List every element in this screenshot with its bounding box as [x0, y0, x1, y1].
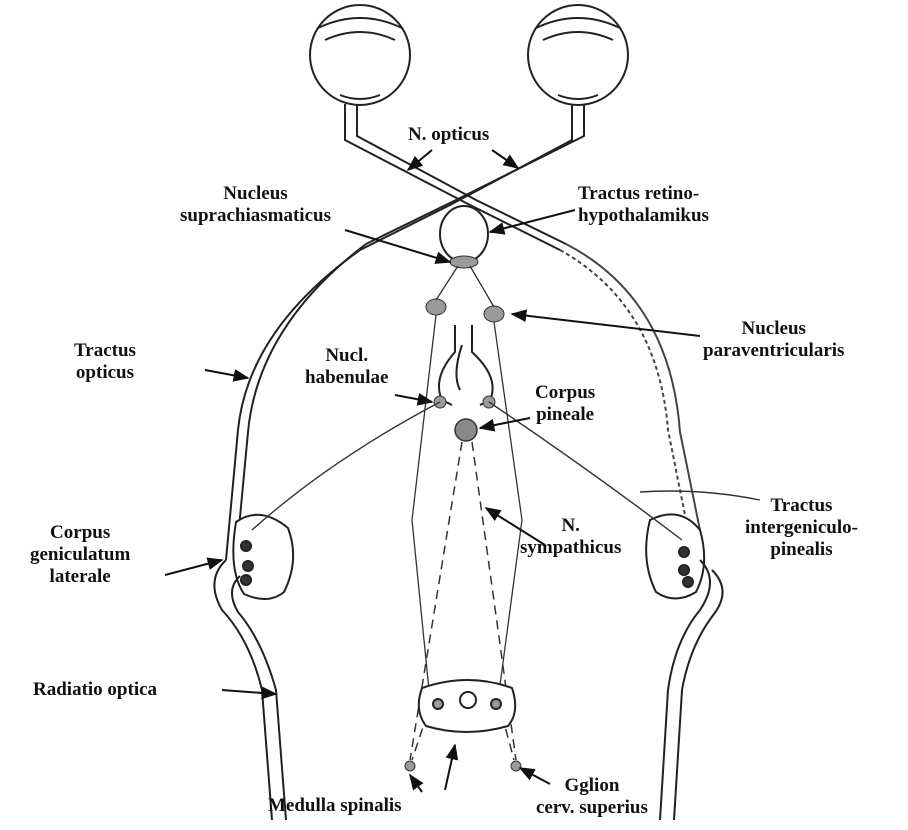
suprachiasmatic-nucleus [440, 206, 488, 268]
label-nucleus-suprachiasmaticus: Nucleus suprachiasmaticus [180, 183, 331, 227]
habenular-nuclei [434, 396, 495, 408]
superior-cervical-ganglia [405, 761, 521, 771]
arrow-corpus-pineale [480, 418, 530, 428]
label-radiatio-optica: Radiatio optica [33, 679, 157, 701]
label-gglion-cerv-superius: Gglion cerv. superius [536, 775, 648, 819]
arrow-suprachiasmaticus [345, 230, 450, 262]
label-nucl-habenulae: Nucl. habenulae [305, 345, 388, 389]
left-lgn [233, 515, 293, 599]
arrow-paraventricularis [512, 314, 700, 336]
label-corpus-geniculatum-laterale: Corpus geniculatum laterale [30, 522, 130, 588]
paraventricular-nuclei [426, 299, 504, 322]
third-ventricle [439, 325, 493, 405]
label-tractus-intergeniculopinealis: Tractus intergeniculo- pinealis [745, 495, 858, 561]
arrow-n-opticus-right [492, 150, 518, 168]
label-n-opticus: N. opticus [408, 124, 489, 146]
pineal-gland [455, 419, 477, 441]
right-lgn [646, 514, 704, 598]
label-medulla-spinalis: Medulla spinalis [268, 795, 402, 817]
arrow-medulla-right [445, 745, 455, 790]
left-optic-tract [226, 244, 366, 560]
label-n-sympathicus: N. sympathicus [520, 515, 621, 559]
label-tractus-opticus: Tractus opticus [74, 340, 136, 384]
label-corpus-pineale: Corpus pineale [535, 382, 595, 426]
arrow-radiatio-optica [222, 690, 276, 694]
arrow-medulla-left [410, 775, 422, 792]
label-nucleus-paraventricularis: Nucleus paraventricularis [703, 318, 844, 362]
scn-pvn-connections [436, 266, 494, 307]
arrow-n-opticus-left [408, 150, 432, 170]
arrow-tractus-opticus [205, 370, 248, 378]
spinal-cord-section [419, 680, 515, 732]
right-eye [528, 5, 628, 105]
arrow-corpus-geniculatum [165, 560, 222, 575]
label-tractus-retinohypothalamikus: Tractus retino- hypothalamikus [578, 183, 709, 227]
left-eye [310, 5, 410, 105]
